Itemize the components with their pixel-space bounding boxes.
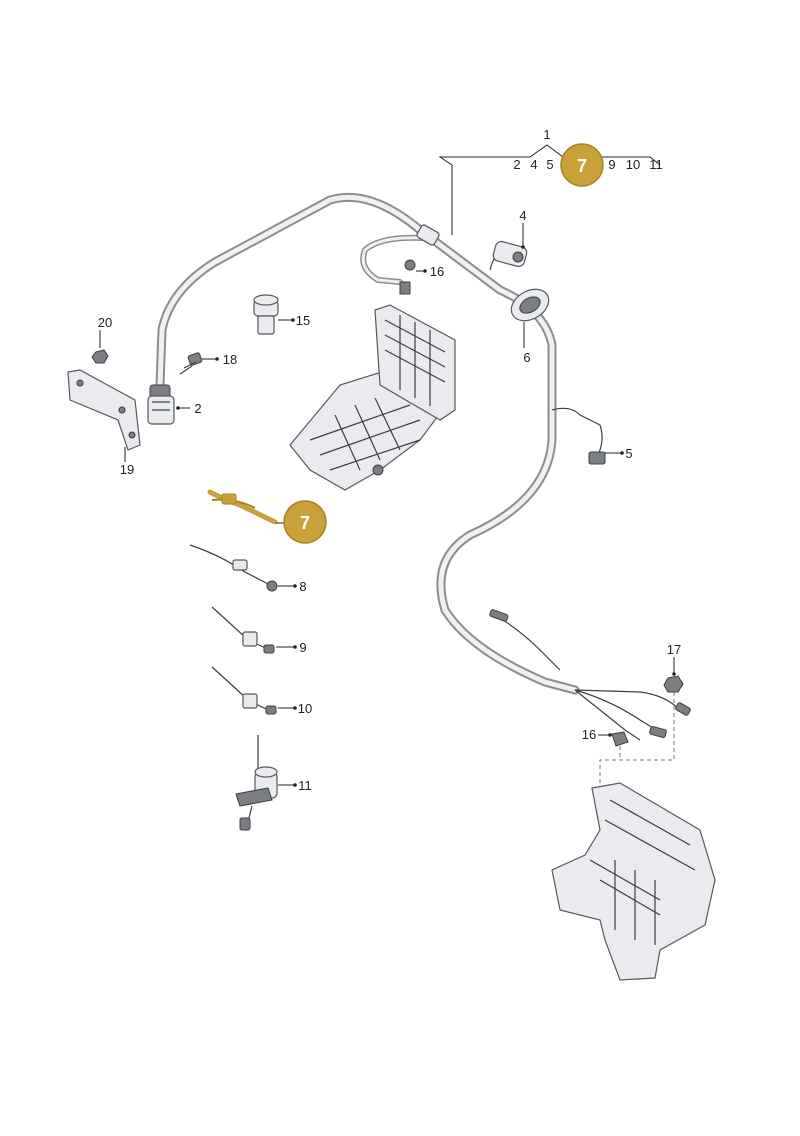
leader-lines	[99, 144, 676, 787]
holder-11-shape	[235, 735, 278, 831]
callout-1-sub-4[interactable]: 4	[530, 157, 537, 172]
callout-1-sub-5[interactable]: 5	[546, 157, 553, 172]
nut-17-shape	[663, 675, 684, 693]
callout-11[interactable]: 11	[298, 778, 312, 793]
clip-16-upper-shape	[399, 281, 411, 295]
assembly-guide-lines	[599, 692, 675, 790]
callout-1-sub-2[interactable]: 2	[513, 157, 520, 172]
callout-1-sub-10[interactable]: 10	[626, 157, 640, 172]
bolt-15-shape	[253, 294, 279, 335]
callout-9[interactable]: 9	[299, 640, 306, 655]
cable-tie-10-shape	[211, 666, 277, 715]
highlight-badge-part[interactable]: 7	[283, 500, 327, 544]
grommet-6-shape	[510, 288, 550, 322]
highlighted-part-7-shape	[207, 489, 278, 525]
clip-16-lower-shape	[611, 731, 629, 747]
callout-1-sub-9[interactable]: 9	[608, 157, 615, 172]
callout-15[interactable]: 15	[296, 313, 310, 328]
cable-tie-9-shape	[211, 606, 275, 654]
callout-16-lower[interactable]: 16	[582, 727, 596, 742]
callout-1[interactable]: 1	[543, 127, 550, 142]
connector-4-shape	[492, 240, 528, 268]
connector-2-shape	[147, 384, 175, 425]
connector-5-shape	[588, 451, 606, 465]
callout-19[interactable]: 19	[120, 462, 134, 477]
battery-holder-bracket	[289, 259, 456, 491]
highlight-badge-top[interactable]: 7	[560, 143, 604, 187]
cable-tie-8-shape	[189, 544, 278, 592]
callout-5[interactable]: 5	[625, 446, 632, 461]
callout-16-upper[interactable]: 16	[430, 264, 444, 279]
callout-4[interactable]: 4	[519, 208, 526, 223]
callout-20[interactable]: 20	[98, 315, 112, 330]
nut-20-shape	[91, 349, 109, 364]
battery-box-housing	[551, 782, 716, 981]
callout-1-sub-11[interactable]: 11	[649, 157, 663, 172]
callout-8[interactable]: 8	[299, 579, 306, 594]
screw-18-shape	[179, 352, 203, 375]
callout-2[interactable]: 2	[194, 401, 201, 416]
wiring-harness-main	[147, 192, 691, 741]
callout-17[interactable]: 17	[667, 642, 681, 657]
highlight-badge-part-label: 7	[300, 513, 310, 533]
protective-sleeve	[416, 224, 440, 246]
callout-6[interactable]: 6	[523, 350, 530, 365]
bracket-19-shape	[67, 369, 141, 451]
callout-18[interactable]: 18	[223, 352, 237, 367]
callout-10[interactable]: 10	[298, 701, 312, 716]
highlight-badge-top-label: 7	[577, 156, 587, 176]
